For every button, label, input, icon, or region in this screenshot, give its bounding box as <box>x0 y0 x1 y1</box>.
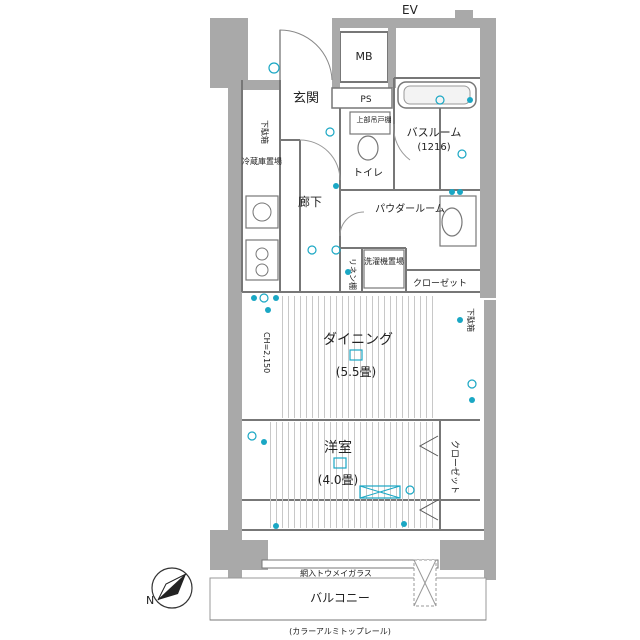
bathtub <box>397 81 477 109</box>
mb-label: MB <box>355 50 372 63</box>
door-swings <box>299 123 411 237</box>
rail-label: (カラーアルミトップレール) <box>289 627 391 636</box>
north-label: N <box>146 594 154 607</box>
wall-top-left <box>210 18 248 88</box>
north-arrow-icon <box>151 567 193 609</box>
mb-ps-block: MB PS <box>331 28 396 109</box>
toilet-label: トイレ <box>353 168 383 179</box>
electrical-symbols <box>247 62 477 529</box>
upper-cabinet-label: 上部吊戸棚 <box>357 115 392 124</box>
glass-label: 網入トウメイガラス <box>300 568 372 578</box>
bathroom-size: (1216) <box>417 142 450 153</box>
outer-walls <box>210 18 496 580</box>
shoe-shelf-label: 下駄箱 <box>260 120 270 144</box>
dining-size: (5.5畳) <box>336 365 376 379</box>
western-room-label: 洋室 <box>324 439 352 456</box>
washer-label: 洗濯機置場 <box>364 256 404 266</box>
washer-box <box>363 249 405 289</box>
powder-room-label: パウダールーム <box>375 202 445 215</box>
washbasin <box>439 195 477 247</box>
linen-label: リネン棚 <box>348 258 358 290</box>
closet-right-label: クローゼット <box>449 440 461 494</box>
dining-label: ダイニング <box>323 332 393 348</box>
wall-ev <box>455 10 473 20</box>
ev-label: EV <box>402 3 419 17</box>
dining-light-icon <box>349 349 363 361</box>
ps-label: PS <box>360 95 371 105</box>
western-size: (4.0畳) <box>318 473 358 487</box>
western-light-icon <box>333 457 347 469</box>
entrance-label: 玄関 <box>293 91 319 106</box>
kitchen <box>245 195 279 281</box>
toilet-fixture <box>349 111 391 161</box>
fridge-label: 冷蔵庫置場 <box>242 156 282 166</box>
bathroom-label: バスルーム <box>407 126 462 139</box>
hatched-floors <box>242 296 438 528</box>
ac-unit-icon <box>359 485 401 499</box>
right-shelf-label: 下駄箱 <box>466 308 476 332</box>
closet-doors <box>418 435 439 521</box>
ceiling-height-label: CH=2,150 <box>262 332 271 373</box>
entrance-door <box>279 29 333 81</box>
corridor-label: 廊下 <box>298 194 322 209</box>
balcony-label: バルコニー <box>310 591 370 605</box>
closet-top-label: クローゼット <box>413 277 467 289</box>
balcony-area <box>209 559 487 621</box>
